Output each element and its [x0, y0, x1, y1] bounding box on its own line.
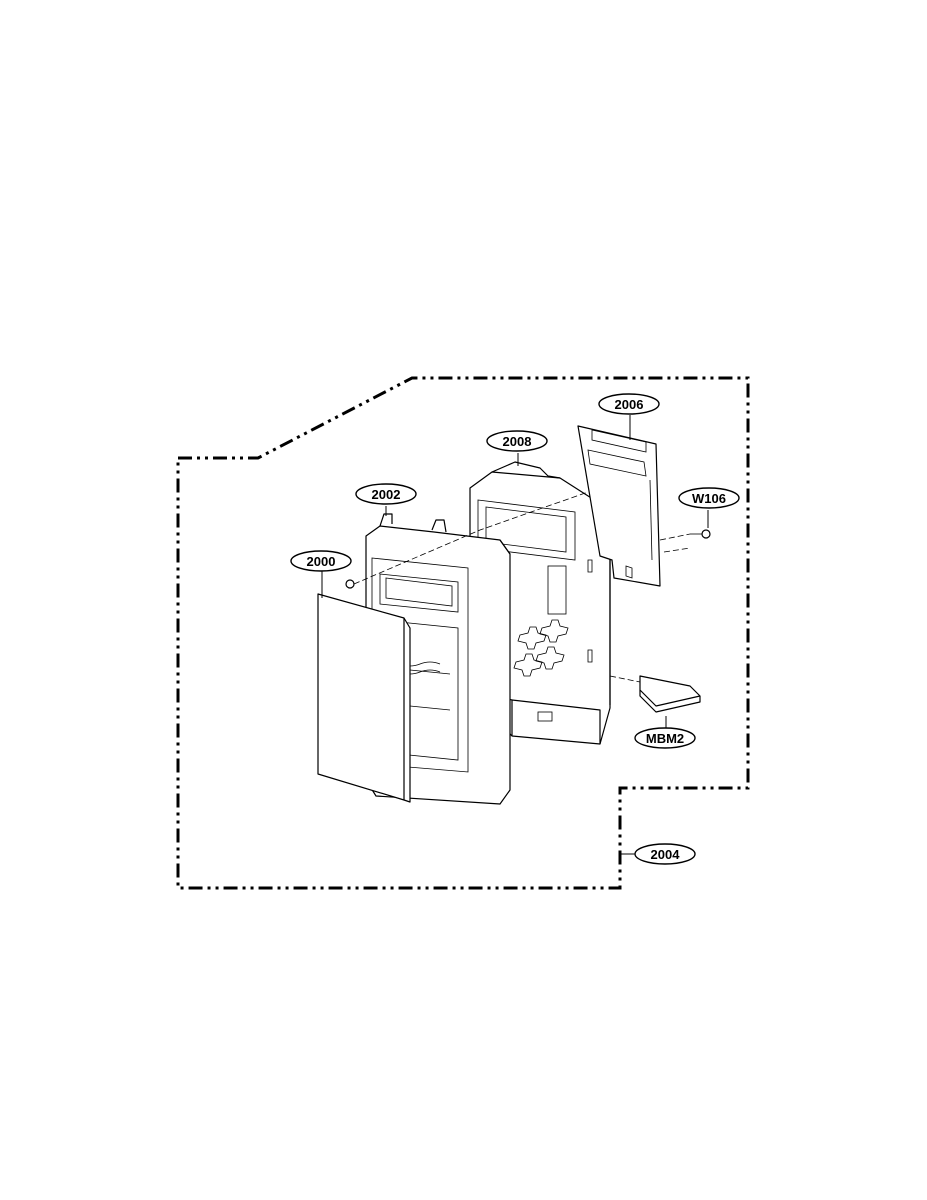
assembly-line-w106	[659, 533, 691, 553]
svg-text:2006: 2006	[615, 397, 644, 412]
part-mbm2	[639, 675, 701, 713]
callout-2006: 2006	[598, 393, 660, 415]
svg-text:2004: 2004	[651, 847, 681, 862]
svg-text:2000: 2000	[307, 554, 336, 569]
callout-mbm2: MBM2	[634, 727, 696, 749]
callout-w106: W106	[678, 487, 740, 509]
callout-2008: 2008	[486, 430, 548, 452]
pcb-2006	[577, 425, 661, 587]
svg-text:W106: W106	[692, 491, 726, 506]
screw-w106	[690, 529, 711, 539]
callout-2002: 2002	[355, 483, 417, 505]
assembly-line-mbm2	[609, 675, 641, 683]
svg-text:2008: 2008	[503, 434, 532, 449]
assembly-boundary	[176, 376, 750, 890]
svg-text:2002: 2002	[372, 487, 401, 502]
assembly-line-screw	[353, 491, 589, 585]
callout-2000: 2000	[290, 550, 352, 572]
svg-text:MBM2: MBM2	[646, 731, 684, 746]
membrane-2000	[317, 593, 411, 803]
screw-panel	[345, 579, 355, 589]
callout-2004: 2004	[634, 843, 696, 865]
